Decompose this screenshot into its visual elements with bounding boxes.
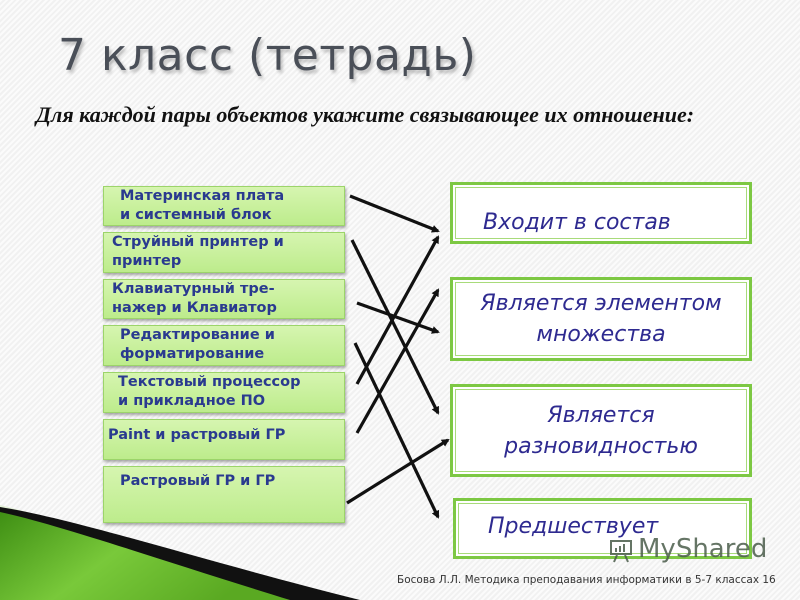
right-item-label: Является элементом множества [480,291,722,347]
left-item-keyboard-trainer[interactable]: Клавиатурный тре- нажер и Клавиатор [103,279,345,319]
left-item-paint[interactable]: Paint и растровый ГР [103,419,345,460]
left-item-label: Paint и растровый ГР [108,427,286,443]
left-item-label: Растровый ГР и ГР [120,473,276,489]
left-item-inkjet-printer[interactable]: Струйный принтер и принтер [103,232,345,273]
left-item-label: Клавиатурный тре- нажер и Клавиатор [112,281,277,316]
right-item-kind-of[interactable]: Является разновидностью [450,384,752,477]
left-item-label: Редактирование и форматирование [120,327,275,362]
myshared-watermark: MyShared [608,534,767,564]
left-item-editing[interactable]: Редактирование и форматирование [103,325,345,366]
slide-title: 7 класс (тетрадь) [58,30,477,81]
watermark-text: MyShared [638,534,768,564]
arrow-paint-to-set-element [355,288,440,434]
arrow-keyboard-to-set-element [356,301,440,334]
left-item-label: Текстовый процессор и прикладное ПО [118,374,301,409]
right-item-label: Входит в состав [483,209,671,235]
left-item-label: Струйный принтер и принтер [112,234,284,269]
left-item-word-processor[interactable]: Текстовый процессор и прикладное ПО [103,372,345,413]
arrow-motherboard-to-part-of [349,194,440,233]
left-item-motherboard[interactable]: Материнская плата и системный блок [103,186,345,226]
arrow-editing-to-precedes [353,342,440,519]
right-item-precedes[interactable]: Предшествует [453,498,752,559]
instruction-text: Для каждой пары объектов укажите связыва… [36,102,695,127]
slide-footer: Босова Л.Л. Методика преподавания информ… [397,574,776,586]
left-item-label: Материнская плата и системный блок [120,188,285,223]
right-item-set-element[interactable]: Является элементом множества [450,277,752,361]
arrow-wordproc-to-part-of [355,235,440,385]
left-item-raster-editor[interactable]: Растровый ГР и ГР [103,466,345,523]
arrow-raster-to-kind-of [346,438,450,505]
presentation-board-icon [608,537,634,563]
arrow-printer-to-kind-of [350,239,440,415]
right-item-label: Является разновидностью [504,402,698,459]
right-item-label: Предшествует [488,514,659,539]
right-item-part-of[interactable]: Входит в состав [450,182,752,244]
